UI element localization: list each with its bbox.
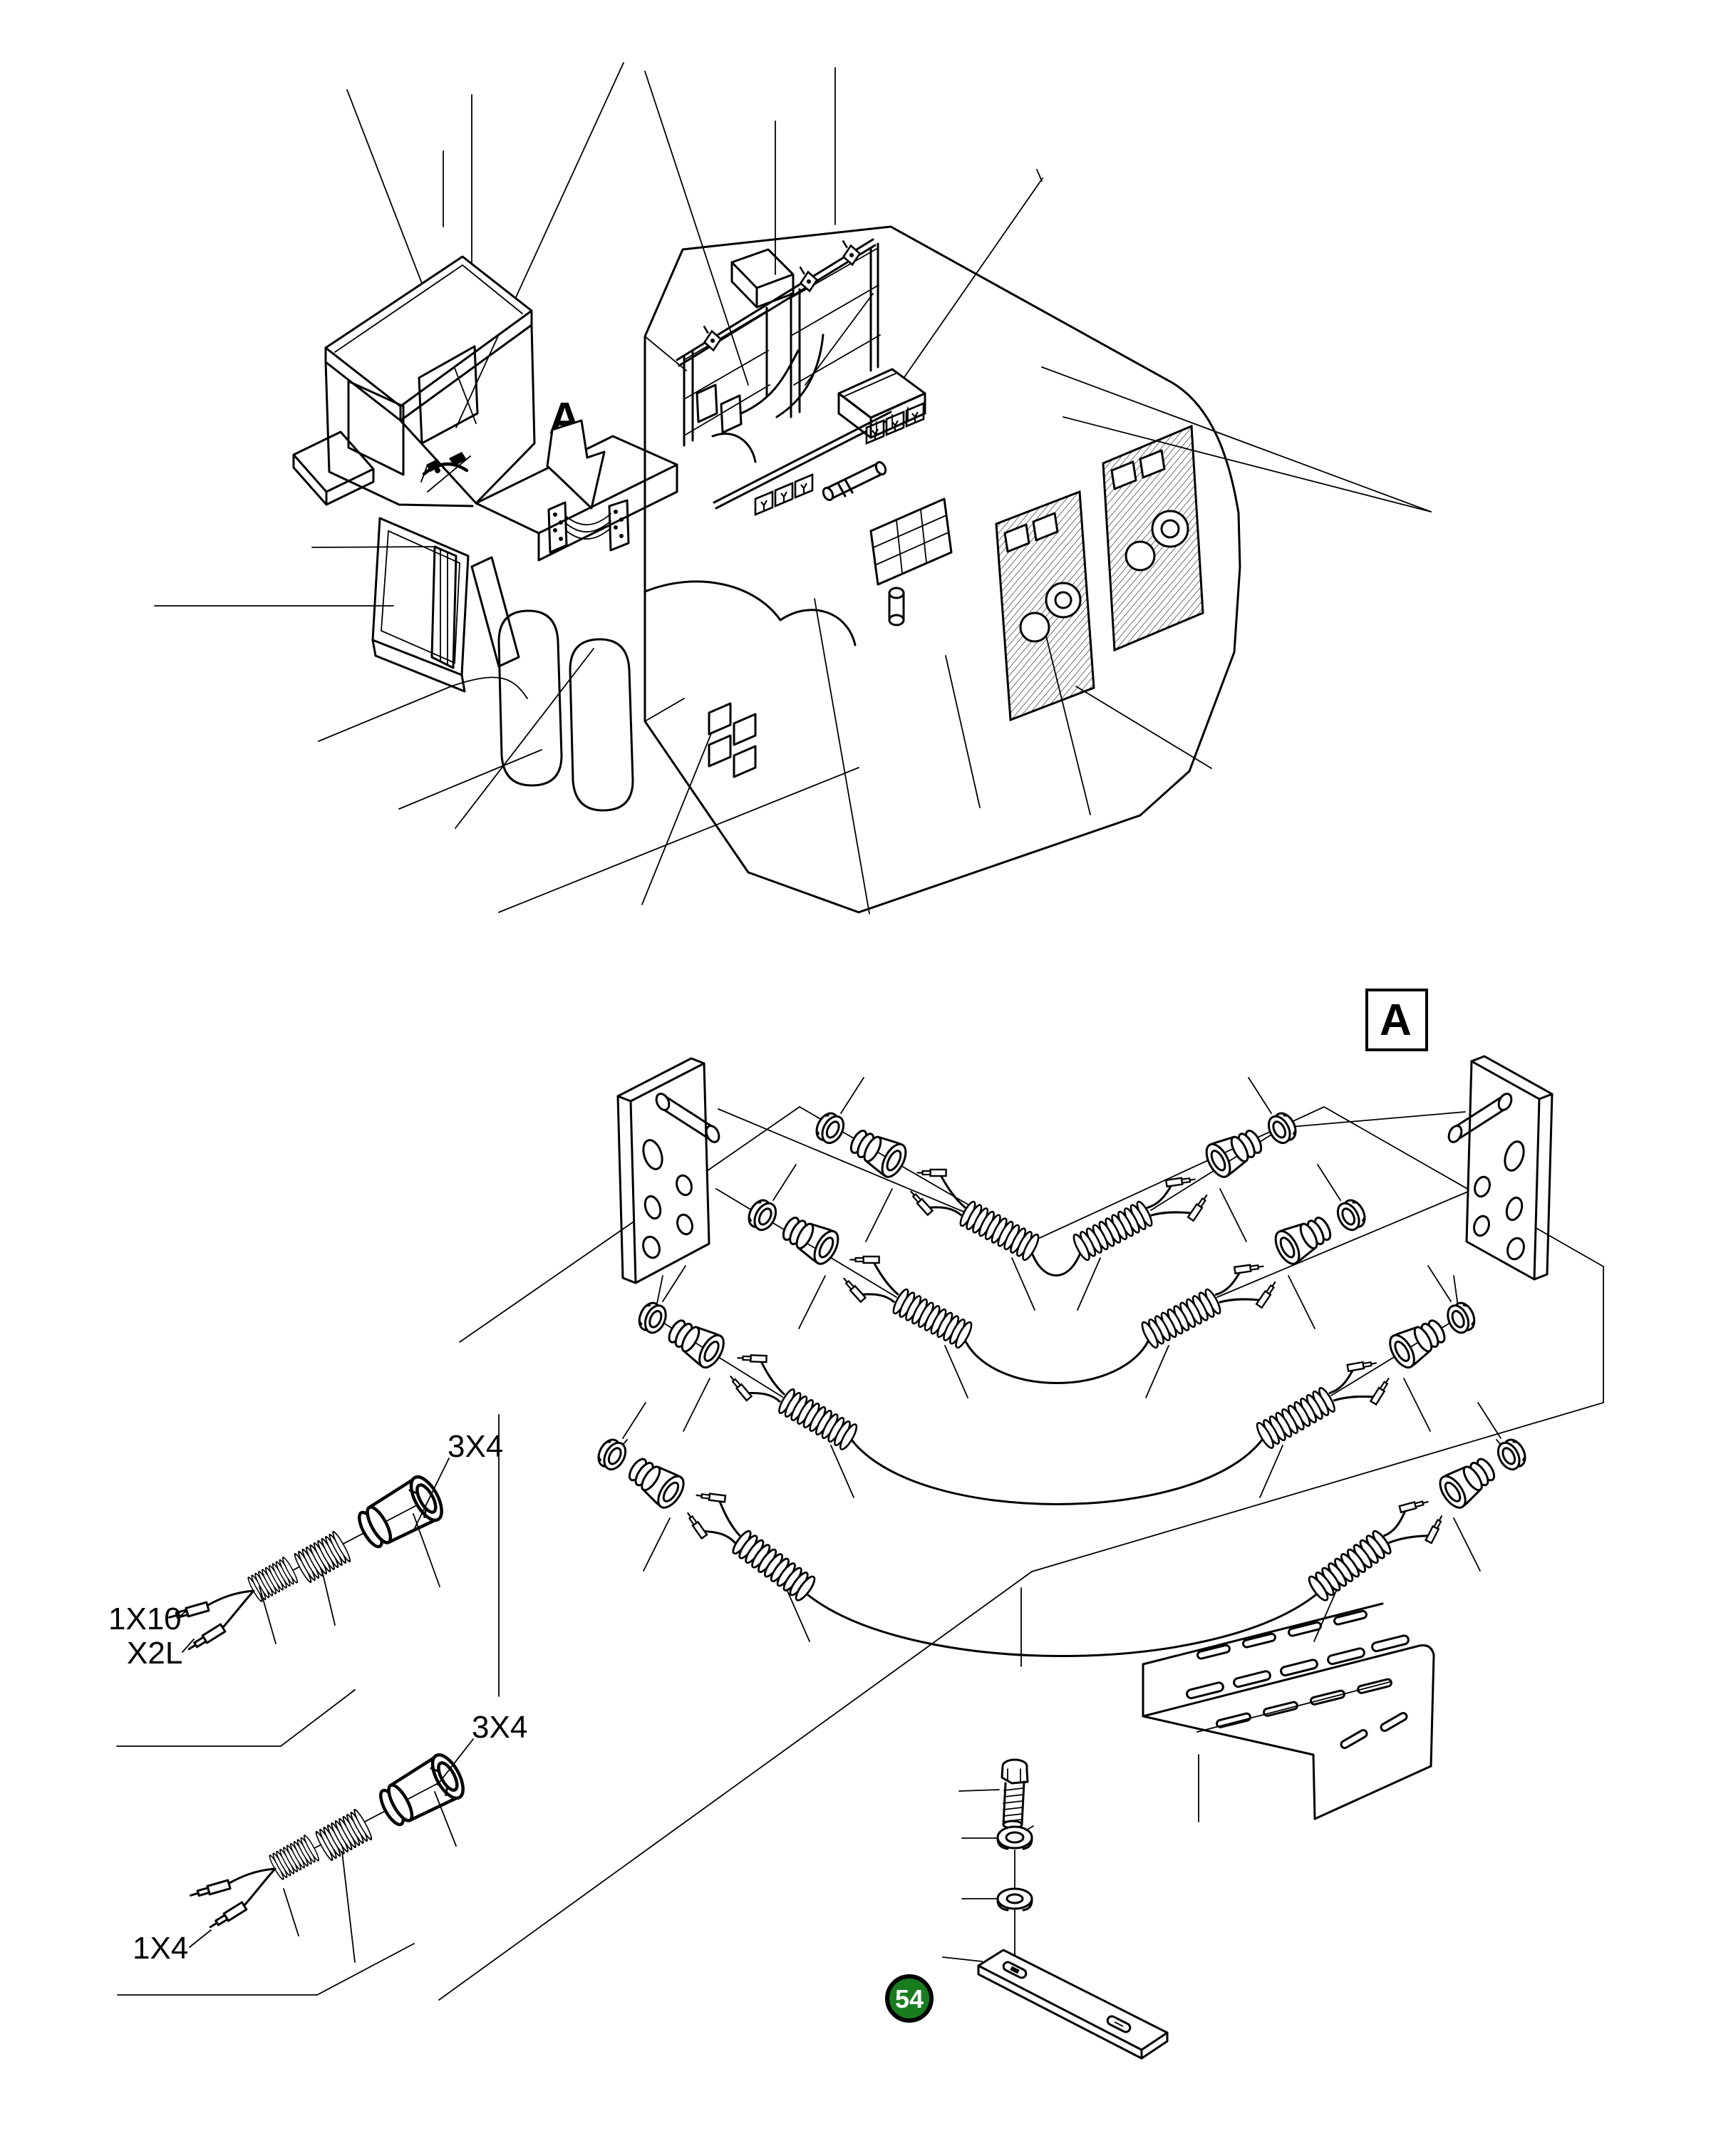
clamp-plate xyxy=(977,1949,1169,2060)
fastener-assembly: 54 xyxy=(885,1758,1169,2060)
cable-row-2 xyxy=(715,1164,1469,1398)
cable-row-3 xyxy=(634,1265,1479,1505)
floor-canisters xyxy=(708,587,905,778)
overview-diagram: A xyxy=(154,62,1432,914)
valve-cluster-right xyxy=(1102,424,1204,652)
right-mounting-plate xyxy=(1447,1055,1554,1281)
room-frames xyxy=(676,235,925,516)
electronics-box xyxy=(837,368,926,439)
detail-a-arrow-icon xyxy=(546,419,606,510)
part-54-badge: 54 xyxy=(885,1974,934,2023)
pin-terminal xyxy=(187,1623,227,1651)
wire-label-x2l: X2L xyxy=(127,1636,182,1671)
tray-slots xyxy=(1186,1609,1410,1749)
detail-view-a: A xyxy=(438,989,1604,2001)
badge-number: 54 xyxy=(895,1984,924,2013)
cab xyxy=(292,255,536,693)
lock-washer xyxy=(996,1825,1034,1850)
cab-window-front xyxy=(347,380,405,476)
floor-ducts xyxy=(318,580,859,913)
connector-size-label-2: 3X4 xyxy=(472,1710,527,1745)
cable-tray xyxy=(1142,1602,1435,1822)
connector-size-label-1: 3X4 xyxy=(448,1429,503,1464)
hex-bolt xyxy=(1001,1758,1029,1830)
badge-circle xyxy=(885,1974,934,2023)
cab-platform xyxy=(292,430,375,506)
machine-room-hull xyxy=(643,225,1241,914)
pin-terminal xyxy=(190,1879,232,1897)
valve-cluster-left xyxy=(995,490,1095,722)
handbrake-assembly xyxy=(420,452,471,492)
wire-label-1x10: 1X10 xyxy=(108,1601,182,1636)
connector-detail-2: 3X4 1X4 xyxy=(117,1710,527,1996)
left-mounting-plate xyxy=(616,1057,720,1284)
relay-panel xyxy=(869,497,953,586)
cab-window-side xyxy=(418,345,479,445)
wire-label-1x4: 1X4 xyxy=(133,1931,188,1966)
detail-a-frame-label: A xyxy=(1380,996,1412,1045)
cable-row-4 xyxy=(593,1402,1531,1657)
cable-row-1 xyxy=(718,1077,1466,1311)
detail-a-frame: A xyxy=(1365,989,1428,1051)
pin-terminal xyxy=(209,1901,248,1929)
flat-washer xyxy=(996,1887,1033,1912)
connector-detail-1: 3X4 1X10 X2L xyxy=(108,1429,503,1747)
lower-cabinet xyxy=(371,517,520,693)
jumper-plates xyxy=(547,499,630,554)
